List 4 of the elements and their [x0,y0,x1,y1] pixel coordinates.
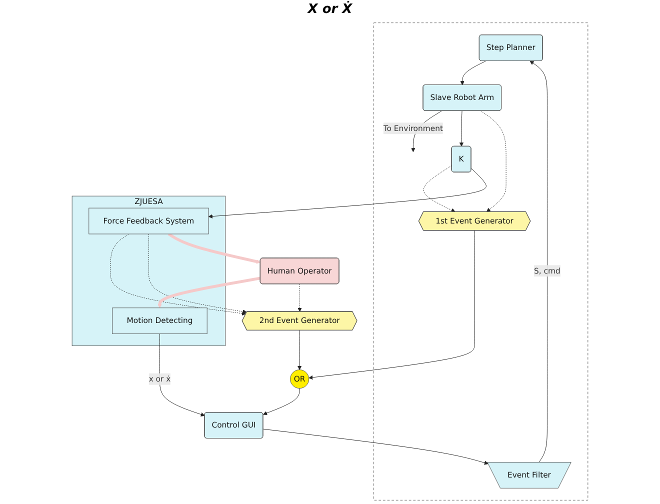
arrow [158,276,261,308]
arrow [168,232,261,264]
signal-label: X or Ẋ [308,2,352,17]
cluster [374,22,588,500]
